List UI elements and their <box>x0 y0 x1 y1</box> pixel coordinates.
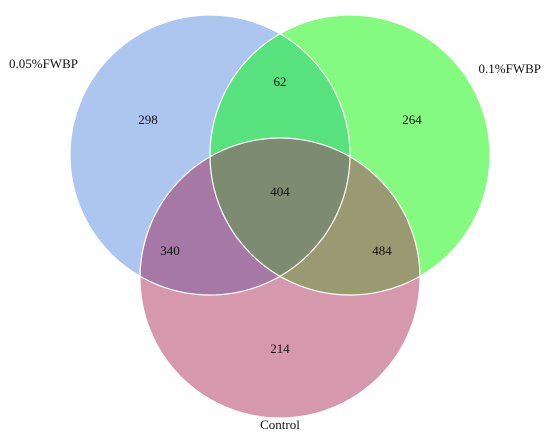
count-abc: 404 <box>270 184 290 199</box>
set-label-a: 0.05%FWBP <box>9 56 78 71</box>
set-label-c: Control <box>260 417 300 432</box>
count-bc: 484 <box>372 243 392 258</box>
count-ab: 62 <box>274 74 287 89</box>
count-b-only: 264 <box>402 112 422 127</box>
set-outline-b <box>209 14 491 296</box>
set-outline-c <box>139 137 421 419</box>
count-a-only: 298 <box>138 112 158 127</box>
count-c-only: 214 <box>270 341 290 356</box>
set-outline-a <box>69 14 351 296</box>
set-label-b: 0.1%FWBP <box>479 61 541 76</box>
count-ac: 340 <box>160 243 180 258</box>
